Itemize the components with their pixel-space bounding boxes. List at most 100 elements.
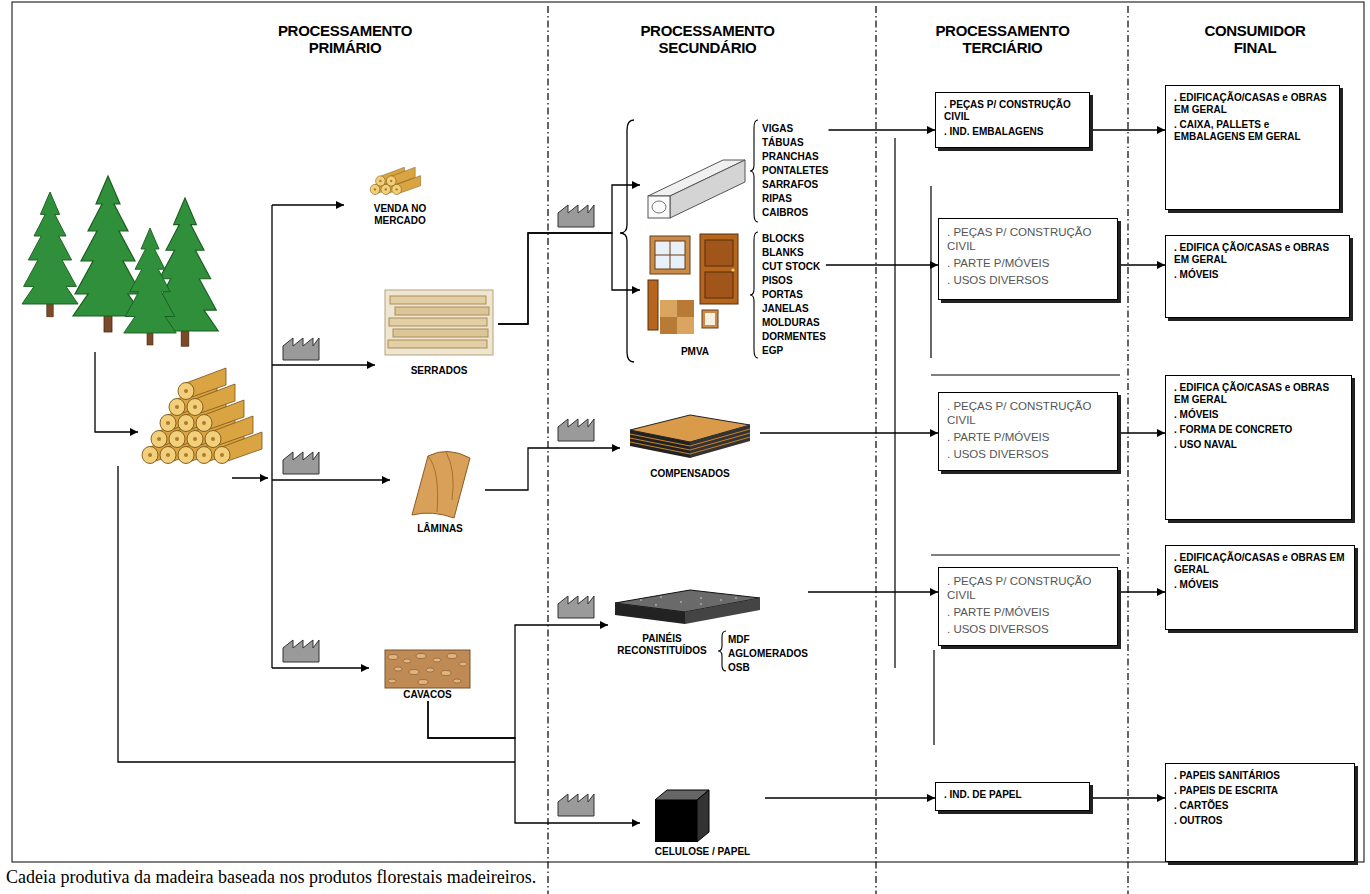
factory-icons [283, 205, 594, 816]
node-text: LÂMINAS [395, 523, 485, 535]
pulp-face [697, 790, 709, 842]
node-text: EGP [762, 344, 826, 358]
column-header: PROCESSAMENTO SECUNDÁRIO [625, 22, 790, 56]
product-group: CAVACOS [375, 645, 480, 701]
panel-face [685, 598, 760, 624]
plank [393, 329, 488, 337]
flow-line [272, 364, 375, 365]
node-text: . EDIFICAÇÃO/CASAS e OBRAS EM GERAL [1174, 92, 1331, 116]
connector [1090, 129, 1165, 130]
node-text: . PEÇAS P/ CONSTRUÇÃO CIVIL [944, 99, 1081, 123]
flow-line [272, 667, 369, 668]
connector [808, 591, 938, 592]
product-group: VENDA NO MERCADO [350, 165, 450, 227]
column-header: PROCESSAMENTO TERCIÁRIO [920, 22, 1085, 56]
parquet-tile [677, 317, 694, 334]
process-box: . PEÇAS P/ CONSTRUÇÃO CIVIL . IND. EMBALA… [935, 92, 1090, 148]
connector [485, 448, 620, 490]
chip [416, 654, 426, 659]
connector [765, 797, 935, 798]
process-box: . PEÇAS P/ CONSTRUÇÃO CIVIL. PARTE P/MÓV… [938, 392, 1118, 471]
parquet-tile [660, 317, 677, 334]
curly-bracket [620, 120, 634, 362]
plank [390, 296, 486, 304]
caption: Cadeia produtiva da madeira baseada nos … [6, 866, 536, 888]
node-text: . EDIFICA ÇÃO/CASAS e OBRAS EM GERAL [1174, 382, 1343, 406]
consumer-box: . PAPEIS SANITÁRIOS. PAPEIS DE ESCRITA. … [1165, 763, 1355, 862]
log-icon [386, 167, 415, 186]
node-text: . OUTROS [1174, 815, 1346, 827]
node-text: AGLOMERADOS [728, 647, 808, 661]
log-pile [142, 368, 262, 464]
chip [441, 671, 451, 676]
parquet-tile [677, 300, 694, 317]
beam-ring [652, 201, 666, 213]
node-text: . USOS DIVERSOS [947, 622, 1109, 636]
parquet-tile [660, 300, 677, 317]
node-text: . PAPEIS SANITÁRIOS [1174, 770, 1346, 782]
connector [760, 432, 938, 433]
node-text: PISOS [762, 274, 826, 288]
chip [426, 668, 434, 672]
connector [498, 185, 640, 324]
node-text: . PEÇAS P/ CONSTRUÇÃO CIVIL [947, 225, 1109, 253]
door-panel [705, 272, 733, 298]
chip [459, 662, 467, 666]
plywood-picture [630, 415, 750, 458]
column-rule [931, 374, 1120, 375]
chip [394, 667, 402, 671]
plank [389, 318, 487, 326]
node-text: BLOCKS [762, 232, 826, 246]
window-bar [655, 241, 685, 269]
item-list: BLOCKSBLANKSCUT STOCKPISOSPORTASJANELASM… [750, 228, 826, 362]
factory-icon [283, 640, 319, 662]
tree-icon [22, 192, 78, 317]
node-text: CAIBROS [762, 206, 828, 220]
column-rule [931, 554, 1120, 555]
beam-face [670, 160, 745, 218]
node-text: RIPAS [762, 192, 828, 206]
node-text: . CAIXA, PALLETS e EMBALAGENS EM GERAL [1174, 119, 1331, 143]
node-text: CAVACOS [375, 689, 480, 701]
node-text: MOLDURAS [762, 316, 826, 330]
column-divider [875, 6, 876, 894]
pmva-pictures [648, 234, 738, 334]
node-text: SERRADOS [380, 365, 498, 377]
column-rule [894, 138, 895, 668]
forest-illustration [22, 176, 218, 346]
item-list: MDFAGLOMERADOSOSB [716, 629, 808, 679]
node-text: BLANKS [762, 246, 826, 260]
product-group: PAINÉIS RECONSTITUÍDOSMDFAGLOMERADOSOSB [608, 585, 808, 679]
plank [395, 307, 489, 315]
node-text: . IND. EMBALAGENS [944, 126, 1081, 138]
node-text: VIGAS [762, 122, 828, 136]
connector [1118, 264, 1165, 265]
beam-picture [648, 160, 745, 218]
node-text: . PARTE P/MÓVEIS [947, 605, 1109, 619]
connector [1118, 591, 1165, 592]
factory-icon [283, 452, 319, 474]
door [700, 234, 738, 304]
node-text: . EDIFICA ÇÃO/CASAS e OBRAS EM GERAL [1174, 242, 1341, 266]
column-divider [548, 6, 1128, 894]
consumer-box: . EDIFICA ÇÃO/CASAS e OBRAS EM GERAL. MÓ… [1165, 235, 1350, 318]
caption-slot: Cadeia produtiva da madeira baseada nos … [4, 866, 538, 888]
text-column [640, 118, 750, 224]
process-box: . PEÇAS P/ CONSTRUÇÃO CIVIL. PARTE P/MÓV… [938, 218, 1118, 300]
panel-picture [615, 590, 760, 624]
column-rule [930, 186, 931, 358]
node-text: PMVA [640, 346, 750, 358]
flow-line [272, 204, 344, 205]
veneer-grain [428, 452, 453, 512]
node-text: JANELAS [762, 302, 826, 316]
node-text: PORTAS [762, 288, 826, 302]
node-text: . USOS DIVERSOS [947, 273, 1109, 287]
connector [428, 701, 640, 823]
node-text: . FORMA DE CONCRETO [1174, 424, 1343, 436]
connector [1090, 797, 1165, 798]
node-text: PRANCHAS [762, 150, 828, 164]
photo-ground [385, 290, 493, 355]
chip [403, 659, 411, 663]
panel-speckle [640, 597, 737, 605]
factory-icon [558, 205, 594, 227]
